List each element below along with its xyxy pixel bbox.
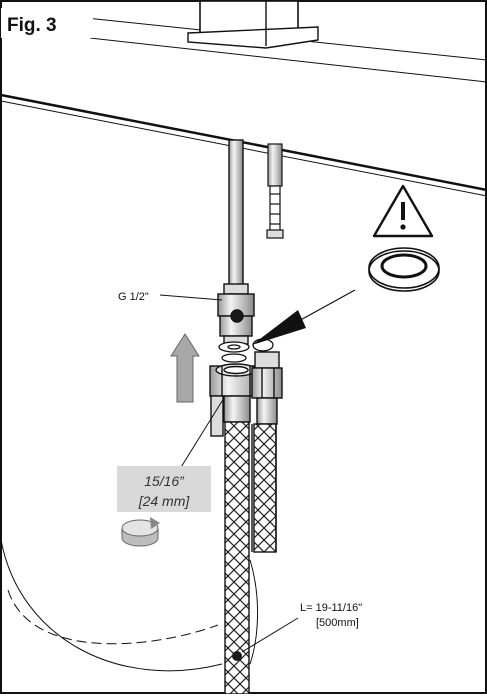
threaded-rod [266,143,284,239]
wrench-size-box [117,466,211,512]
leader-wrench [177,397,225,473]
figure-title-group: Fig. 3 [1,8,93,38]
leader-thread [159,294,223,301]
hose-route-right [249,559,259,665]
braided-hose-left [224,421,250,695]
hose-route-outline [0,539,223,672]
inlet-fitting [217,283,255,345]
length-marker-dot [232,651,242,661]
inline-washers [218,338,274,363]
wrench-size-mm: [24 mm] [138,493,191,509]
hose-length-inch: L= 19-11/16" [300,602,362,614]
warning-triangle-icon [372,184,434,238]
rotate-clockwise-icon [121,517,160,547]
hose-nut-right [251,351,283,425]
figure-title: Fig. 3 [7,15,57,36]
washer-ring-icon [368,247,440,292]
hose-length-mm: [500mm] [316,617,359,629]
up-arrow-icon [170,333,200,403]
wrench-size-inch: 15/16” [144,473,185,489]
leader-length [241,617,299,653]
faucet-base [187,0,319,49]
thread-label: G 1/2" [118,291,149,303]
supply-pipe [228,139,244,289]
pointer-arrow [252,289,356,345]
hose-route-dashed [7,589,219,645]
braided-hose-right [251,423,277,553]
